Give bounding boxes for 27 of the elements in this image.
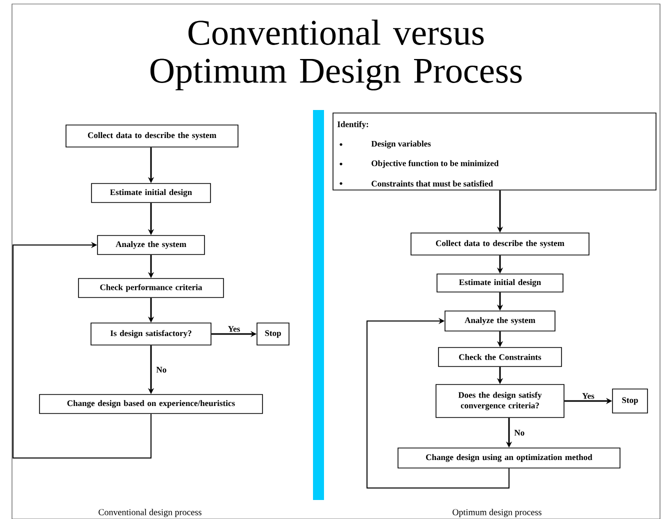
process-box: Analyze the system <box>444 310 556 332</box>
list-item: Design variables <box>371 140 431 148</box>
process-box: Estimate initial design <box>91 183 211 203</box>
decision-box: Is design satisfactory? <box>90 322 212 346</box>
caption: Conventional design process <box>98 508 202 518</box>
process-box: Check performance criteria <box>78 278 224 298</box>
edge-label: Yes <box>581 392 596 400</box>
loop-arrow <box>366 318 510 488</box>
list-heading: Identify: <box>338 121 368 129</box>
decision-box: Does the design satisfy convergence criteria? <box>436 384 564 418</box>
process-box: Collect data to describe the system <box>66 124 238 148</box>
title: Conventional versus Optimum Design Process <box>150 20 522 90</box>
process-box: Change design using an optimization method <box>398 448 620 468</box>
edge-label: No <box>155 366 168 374</box>
process-box: Change design based on experience/heuristics <box>39 394 263 414</box>
process-box: Analyze the system <box>97 235 205 255</box>
caption: Optimum design process <box>452 508 542 518</box>
process-box: Collect data to describe the system <box>410 232 590 256</box>
stop-box: Stop <box>256 322 290 346</box>
process-box: Estimate initial design <box>436 274 564 292</box>
list-item: Objective function to be minimized <box>372 160 499 168</box>
stop-box: Stop <box>612 388 648 414</box>
process-box: Check the Constraints <box>438 347 562 367</box>
edge-label: No <box>513 428 526 437</box>
edge-label: Yes <box>226 325 242 333</box>
list-item: Constraints that must be satisfied <box>372 180 493 187</box>
loop-arrow <box>12 242 152 458</box>
